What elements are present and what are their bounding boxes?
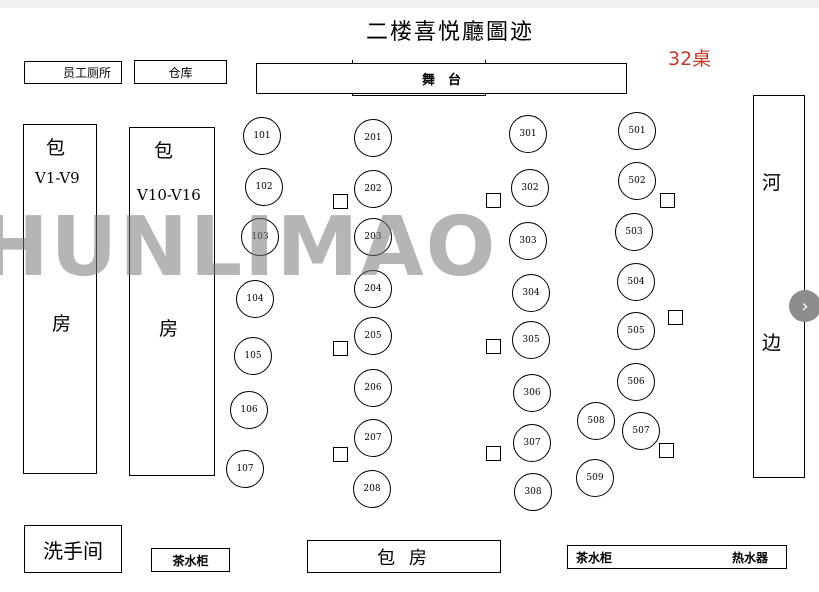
room-label: 包 <box>154 140 174 162</box>
table-206[interactable]: 206 <box>354 369 392 407</box>
service-station <box>659 443 674 458</box>
table-504[interactable]: 504 <box>617 263 655 301</box>
riverside: 河 边 <box>753 95 805 478</box>
table-202[interactable]: 202 <box>354 170 392 208</box>
staff-toilet: 员工厕所 <box>24 61 122 84</box>
table-509[interactable]: 509 <box>576 459 614 497</box>
room-label: 包 <box>46 137 66 159</box>
table-505[interactable]: 505 <box>617 312 655 350</box>
table-506[interactable]: 506 <box>617 363 655 401</box>
service-station <box>660 193 675 208</box>
table-307[interactable]: 307 <box>513 424 551 462</box>
private-room-v1-v9: 包 V1-V9 房 <box>23 124 97 474</box>
table-204[interactable]: 204 <box>354 270 392 308</box>
private-room-bottom: 包 房 <box>307 540 501 573</box>
river-label: 边 <box>762 332 782 354</box>
table-305[interactable]: 305 <box>512 321 550 359</box>
tea-cabinet-left: 茶水柜 <box>151 548 230 572</box>
service-station <box>486 193 501 208</box>
stage: 舞 台 <box>256 63 627 94</box>
table-306[interactable]: 306 <box>513 374 551 412</box>
private-room-v10-v16: 包 V10-V16 房 <box>129 127 215 476</box>
table-104[interactable]: 104 <box>236 280 274 318</box>
table-101[interactable]: 101 <box>243 117 281 155</box>
water-heater: 热水器 <box>731 550 768 565</box>
tea-water-area: 茶水柜 热水器 <box>567 545 787 569</box>
chevron-right-icon[interactable]: › <box>789 290 819 322</box>
washroom: 洗手间 <box>24 525 122 573</box>
table-203[interactable]: 203 <box>354 218 392 256</box>
table-308[interactable]: 308 <box>514 473 552 511</box>
room-label: 房 <box>52 313 72 335</box>
table-303[interactable]: 303 <box>509 222 547 260</box>
service-station <box>486 446 501 461</box>
table-301[interactable]: 301 <box>509 115 547 153</box>
service-station <box>486 339 501 354</box>
tea-cabinet-right: 茶水柜 <box>576 550 613 565</box>
table-508[interactable]: 508 <box>577 402 615 440</box>
table-507[interactable]: 507 <box>622 412 660 450</box>
table-304[interactable]: 304 <box>512 274 550 312</box>
service-station <box>333 447 348 462</box>
table-501[interactable]: 501 <box>618 112 656 150</box>
room-range: V1-V9 <box>35 169 80 187</box>
table-208[interactable]: 208 <box>353 470 391 508</box>
top-bar <box>0 0 819 8</box>
table-103[interactable]: 103 <box>241 218 279 256</box>
service-station <box>668 310 683 325</box>
table-503[interactable]: 503 <box>615 213 653 251</box>
room-range: V10-V16 <box>137 186 201 204</box>
table-count: 32桌 <box>668 48 712 70</box>
storage-room: 仓库 <box>134 60 227 84</box>
room-label: 房 <box>159 318 179 340</box>
table-302[interactable]: 302 <box>511 169 549 207</box>
table-106[interactable]: 106 <box>230 391 268 429</box>
table-107[interactable]: 107 <box>226 450 264 488</box>
table-105[interactable]: 105 <box>234 337 272 375</box>
table-502[interactable]: 502 <box>618 162 656 200</box>
table-205[interactable]: 205 <box>354 317 392 355</box>
page-title: 二楼喜悦廳圖迹 <box>365 20 534 45</box>
table-207[interactable]: 207 <box>354 419 392 457</box>
river-label: 河 <box>762 172 782 194</box>
table-102[interactable]: 102 <box>245 168 283 206</box>
table-201[interactable]: 201 <box>354 119 392 157</box>
service-station <box>333 194 348 209</box>
service-station <box>333 341 348 356</box>
